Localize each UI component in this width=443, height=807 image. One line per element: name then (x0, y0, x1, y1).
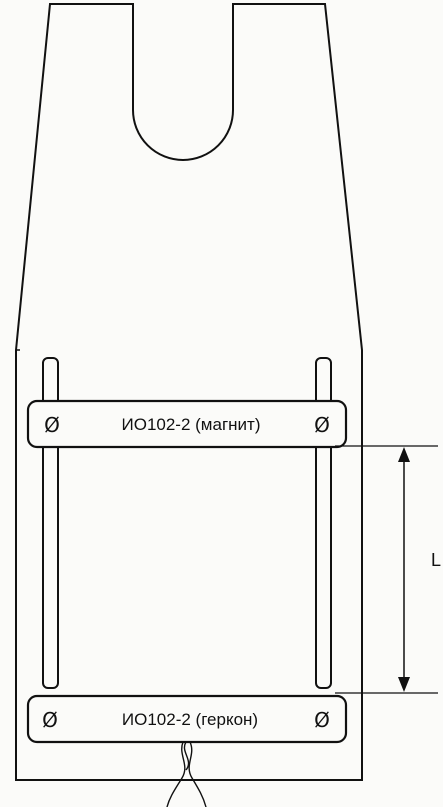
top-right-screw-symbol: Ø (314, 413, 330, 437)
bottom-block-body (26, 694, 348, 744)
wire-pair (166, 741, 207, 807)
dimension-label: L (431, 550, 441, 570)
bottom-sensor-block: Ø ИО102-2 (геркон) Ø (26, 694, 348, 744)
dimension-arrow-top (398, 447, 410, 462)
top-sensor-block: Ø ИО102-2 (магнит) Ø (26, 399, 348, 449)
bottom-right-screw-symbol: Ø (314, 708, 330, 732)
top-block-body (26, 399, 348, 449)
top-left-screw-symbol: Ø (44, 413, 60, 437)
bottom-left-screw-symbol: Ø (42, 708, 58, 732)
top-block-label: ИО102-2 (магнит) (122, 415, 261, 434)
bottom-block-label: ИО102-2 (геркон) (122, 710, 258, 729)
bracket-outline (15, 3, 363, 781)
dimension-arrow-bottom (398, 677, 410, 692)
